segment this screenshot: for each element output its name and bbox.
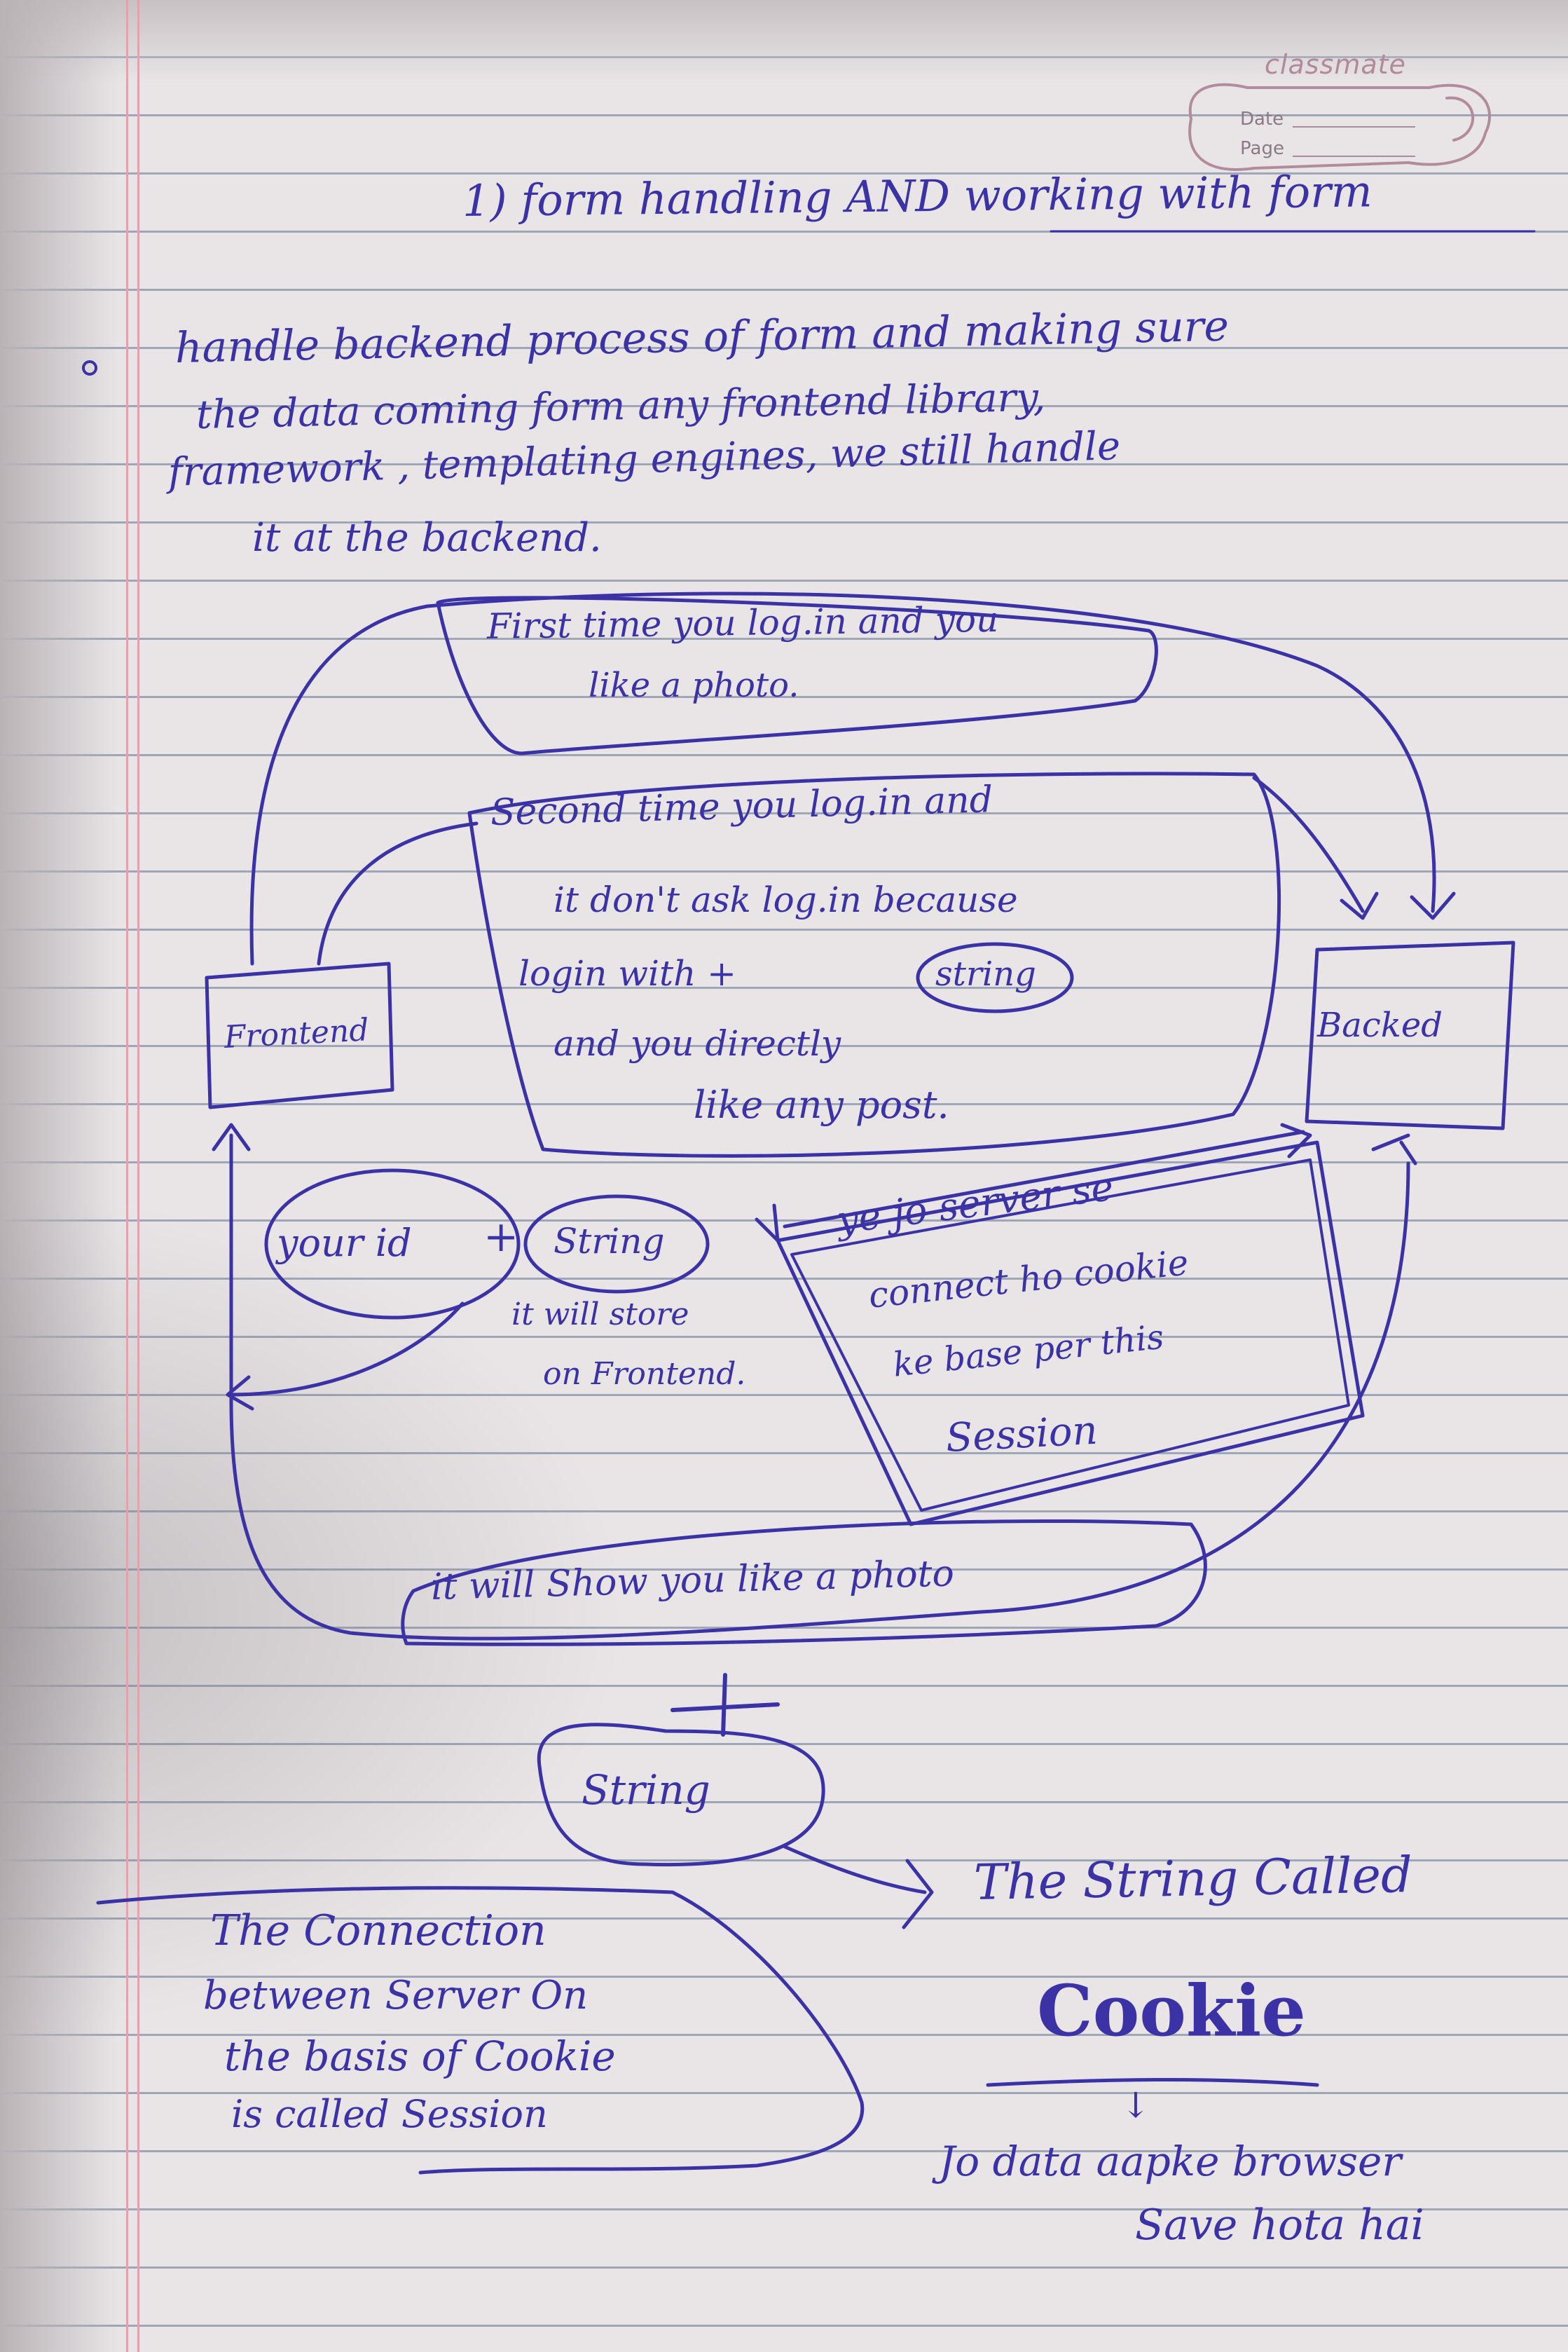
stored-line-1: it will store: [511, 1297, 689, 1332]
brand-logo-text: classmate: [1265, 49, 1406, 80]
string-bubble: [537, 1723, 825, 1867]
cookie-line-1: The String Called: [973, 1846, 1413, 1911]
loop-frontend-to-backend-top: [249, 592, 1436, 966]
loop-second-to-backend: [1252, 776, 1365, 913]
first-time-bubble: [436, 596, 1158, 755]
page-shadow-left: [0, 0, 119, 2352]
cookie-line-3: Jo data aapke browser: [939, 2138, 1402, 2185]
arrowhead-backend-top-left: [1340, 891, 1379, 920]
second-time-bubble: [467, 772, 1281, 1158]
second-time-line-2: it don't ask log.in because: [553, 880, 1018, 920]
first-time-line-2: like a photo.: [589, 666, 799, 705]
arrow-string-to-cookie: [783, 1845, 927, 1894]
arrowhead-note-left: [755, 1203, 780, 1243]
intro-line-4: it at the backend.: [252, 515, 602, 561]
server-note-box: [776, 1140, 1365, 1526]
page-title: 1) form handling AND working with form: [462, 165, 1373, 226]
cookie-down-arrow: ↓: [1121, 2085, 1150, 2126]
session-def-line-1: The Connection: [210, 1906, 546, 1955]
cookie-underline: [986, 2078, 1319, 2087]
arrowhead-backend-top-right: [1410, 891, 1456, 920]
page-label: Page: [1240, 138, 1284, 159]
id-plus: +: [483, 1212, 519, 1262]
session-def-line-4: is called Session: [231, 2092, 548, 2136]
brand-badge-curl: [1445, 96, 1474, 142]
date-line: [1293, 126, 1415, 128]
page-shadow-bottom: [0, 1191, 631, 2032]
return-arrow-frontend: [229, 1301, 465, 1397]
cookie-line-4: Save hota hai: [1135, 2201, 1424, 2250]
frontend-label: Frontend: [223, 1012, 370, 1055]
frontend-box: [205, 962, 394, 1109]
arrow-backend-to-note: [783, 1130, 1305, 1229]
string-oval-id: [523, 1194, 710, 1294]
margin-line-2: [137, 0, 139, 2352]
first-time-line-1: First time you log.in and you: [486, 599, 999, 647]
session-def-line-3: the basis of Cookie: [224, 2032, 616, 2080]
loop-bottom-return: [229, 1133, 1410, 1641]
backend-box: [1305, 941, 1515, 1130]
your-id-oval: [264, 1168, 521, 1320]
string-oval-second: [916, 942, 1074, 1013]
second-time-string-word: string: [935, 955, 1036, 994]
loop-frontend-to-second: [317, 821, 479, 966]
date-label: Date: [1240, 109, 1284, 130]
plus-sign-stroke: [670, 1673, 780, 1737]
server-note-box-inner: [790, 1158, 1350, 1512]
session-def-line-2: between Server On: [203, 1973, 589, 2018]
bullet-dot: [82, 360, 97, 376]
arrowhead-to-cookie: [902, 1859, 934, 1929]
server-note-line-4: Session: [944, 1407, 1099, 1461]
arrowhead-frontend-return: [226, 1375, 254, 1411]
second-time-line-3: login with +: [518, 953, 737, 994]
second-time-line-5: like any post.: [694, 1083, 949, 1127]
arrowhead-frontend-up: [212, 1123, 251, 1151]
session-bracket: [96, 1886, 865, 2175]
second-time-line-4: and you directly: [553, 1023, 841, 1064]
brand-badge-outline: [1188, 83, 1491, 171]
string-bubble-text: String: [582, 1766, 710, 1814]
page-shadow-top: [0, 0, 1568, 84]
arrowhead-backend-bottom: [1280, 1123, 1312, 1158]
backend-down-arrow: [1371, 1133, 1417, 1165]
page-line: [1293, 156, 1415, 157]
cookie-word: Cookie: [1037, 1969, 1306, 2052]
backend-label: Backed: [1317, 1006, 1443, 1045]
stored-line-2: on Frontend.: [543, 1356, 746, 1392]
show-photo-bubble: [401, 1519, 1207, 1646]
id-string-word: String: [553, 1221, 665, 1262]
your-id-text: your id: [277, 1221, 412, 1265]
margin-line-1: [126, 0, 128, 2352]
